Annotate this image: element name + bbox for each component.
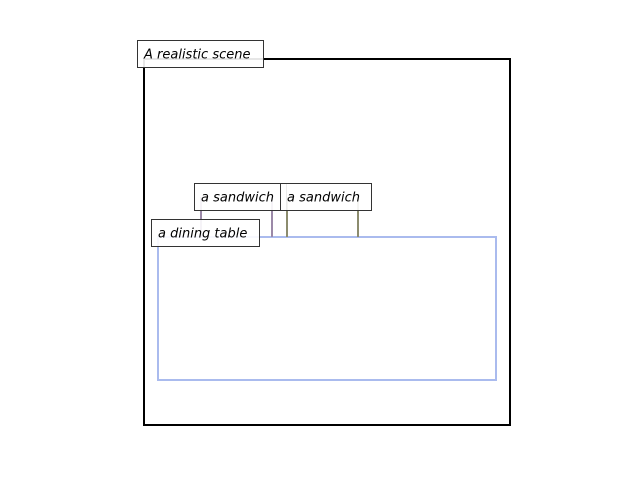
svg-text:A realistic scene: A realistic scene	[143, 48, 250, 63]
svg-text:a sandwich: a sandwich	[201, 191, 274, 206]
dining-table-box	[157, 236, 497, 381]
sandwich-1-label: a sandwich	[194, 183, 287, 211]
scene-label: A realistic scene	[137, 40, 264, 68]
scene-frame	[143, 58, 511, 426]
sandwich-2-label: a sandwich	[280, 183, 372, 211]
svg-text:a dining table: a dining table	[158, 227, 247, 242]
dining-table-label: a dining table	[151, 219, 260, 247]
svg-text:a sandwich: a sandwich	[287, 191, 360, 206]
